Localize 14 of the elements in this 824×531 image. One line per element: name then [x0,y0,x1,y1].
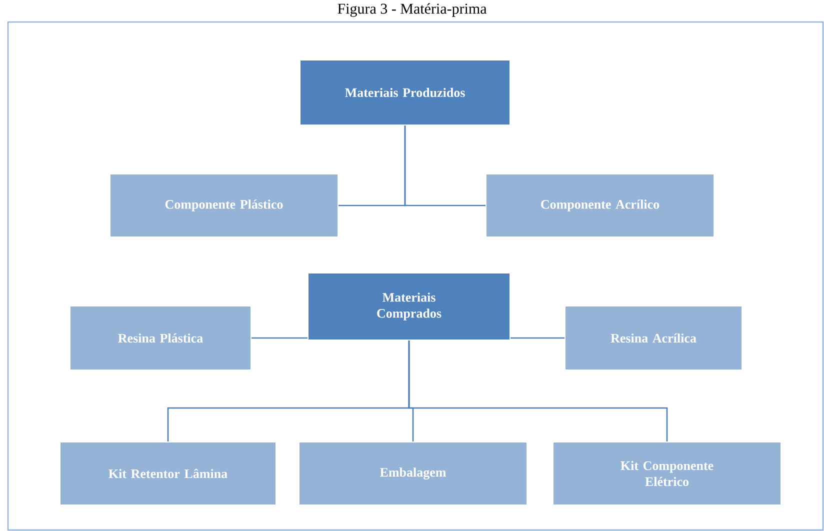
figure-title: Figura 3 - Matéria-prima [338,3,487,17]
category-box: Componente Plástico [110,174,338,238]
category-box: Embalagem [298,442,528,506]
connector-line [510,337,564,339]
category-box: Materiais Comprados [308,272,510,340]
connector-line [404,126,486,206]
category-box: Componente Acrílico [486,174,714,238]
category-box: Materiais Produzidos [300,60,510,126]
category-box: Kit Componente Elétrico [552,442,782,506]
category-box: Resina Plástica [70,306,252,370]
connector-line [252,337,308,339]
category-box: Resina Acrílica [564,306,742,370]
connector-line [408,340,668,442]
category-box: Kit Retentor Lâmina [60,442,276,506]
